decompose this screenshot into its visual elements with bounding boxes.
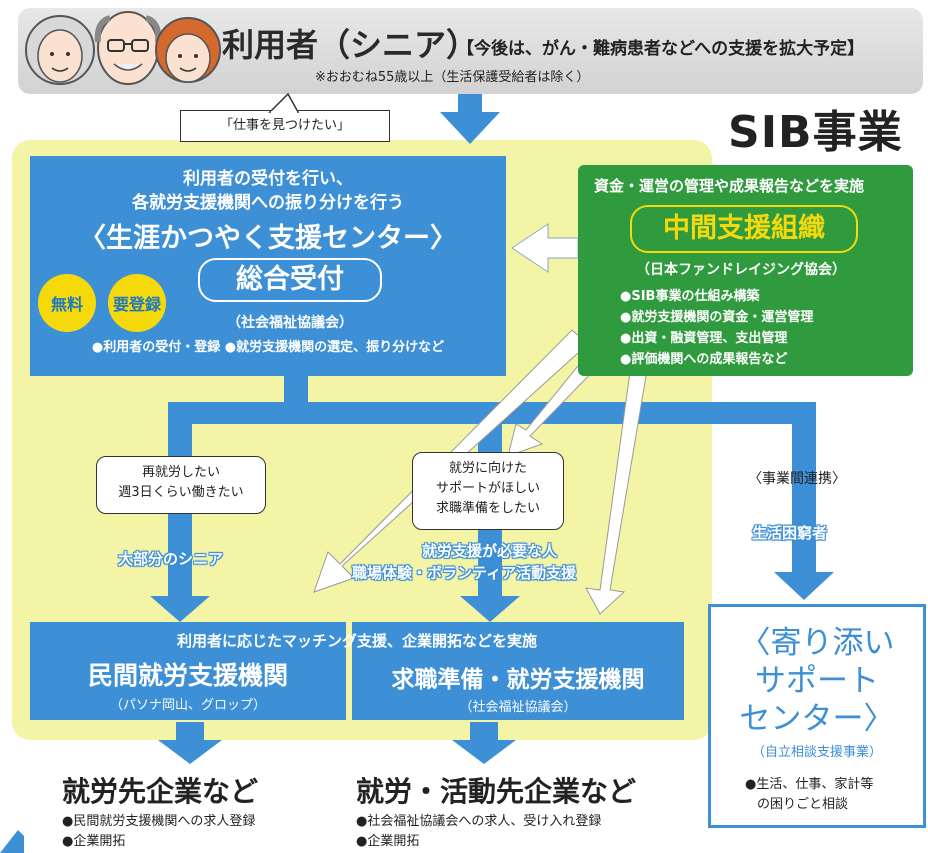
yorisoi-support-center-box: 〈寄り添い サポート センター〉 （自立相談支援事業） ●生活、仕事、家計等 の… <box>708 604 926 828</box>
center-bullets: ●利用者の受付・登録 ●就労支援機関の選定、振り分けなど <box>91 340 445 355</box>
label-needs-support: 就労支援が必要な人 <box>422 542 558 560</box>
reason-line: 就労に向けた <box>448 461 527 476</box>
title-note: 【今後は、がん・難病患者などへの支援を拡大予定】 <box>457 39 865 59</box>
reason-bubble-middle: 就労に向けた サポートがほしい 求職準備をしたい <box>412 452 564 530</box>
reason-line: 再就労したい <box>141 465 220 480</box>
dest-left-item: ●企業開拓 <box>62 834 126 849</box>
yorisoi-name-line2: サポート <box>755 663 879 699</box>
reason-bubble-left: 再就労したい 週3日くらい働きたい <box>96 456 266 514</box>
badge-register: 要登録 <box>108 274 166 332</box>
title-subnote: ※おおむね55歳以上（生活保護受給者は除く） <box>315 70 590 85</box>
yorisoi-desc-line1: ●生活、仕事、家計等 <box>745 777 874 792</box>
yorisoi-desc-line2: の困りごと相談 <box>757 797 849 812</box>
bottom-heading: 利用者に応じたマッチング支援、企業開拓などを実施 <box>176 632 537 650</box>
intermediary-org-box: 資金・運営の管理や成果報告などを実施 中間支援組織 （日本ファンドレイジング協会… <box>578 165 913 376</box>
corner-arrow-icon <box>0 830 24 853</box>
label-needy: 生活困窮者 <box>752 524 828 542</box>
center-org: （社会福祉協議会） <box>227 315 353 331</box>
intermediary-heading: 資金・運営の管理や成果報告などを実施 <box>594 177 865 195</box>
job-prep-agency-name: 求職準備・就労支援機関 <box>391 667 645 693</box>
label-majority-seniors: 大部分のシニア <box>118 550 224 568</box>
job-prep-agency-org: （社会福祉協議会） <box>459 700 577 715</box>
private-agency-name: 民間就労支援機関 <box>87 661 288 690</box>
yorisoi-name-line1: 〈寄り添い <box>739 625 895 661</box>
dest-right-item: ●社会福祉協議会への求人、受け入れ登録 <box>356 814 602 829</box>
center-desc-line2: 各就労支援機関への振り分けを行う <box>132 193 404 213</box>
intermediary-item: ●SIB事業の仕組み構築 <box>620 289 760 304</box>
partner-label: 〈事業間連携〉 <box>748 471 846 487</box>
center-desc-line1: 利用者の受付を行い、 <box>183 169 353 189</box>
intermediary-item: ●出資・融資管理、支出管理 <box>620 331 788 346</box>
job-prep-agency-box <box>352 622 684 720</box>
reason-line: 週3日くらい働きたい <box>118 485 244 500</box>
yorisoi-name-line3: センター〉 <box>739 701 895 737</box>
private-agency-org: （パソナ岡山、グロップ） <box>109 698 266 713</box>
speech-bubble: 「仕事を見つけたい」 <box>180 110 390 142</box>
yorisoi-program: （自立相談支援事業） <box>751 745 882 760</box>
lifelong-support-center-box: 利用者の受付を行い、 各就労支援機関への振り分けを行う 〈生涯かつやく支援センタ… <box>30 156 506 376</box>
private-employment-agency-box <box>30 622 346 720</box>
reason-line: 求職準備をしたい <box>435 501 540 516</box>
speech-bubble-tail <box>268 92 300 114</box>
label-workplace-experience: 職場体験・ボランティア活動支援 <box>352 564 577 582</box>
reason-line: サポートがほしい <box>435 481 540 496</box>
badge-free: 無料 <box>38 274 96 332</box>
intermediary-org: （日本ファンドレイジング協会） <box>636 262 846 278</box>
dest-left-title: 就労先企業など <box>62 775 259 808</box>
center-name: 〈生涯かつやく支援センター〉 <box>79 223 457 254</box>
reception-label: 総合受付 <box>198 258 382 302</box>
page-title: 利用者（シニア） <box>222 26 479 64</box>
intermediary-name: 中間支援組織 <box>630 205 858 253</box>
dest-right-item: ●企業開拓 <box>356 834 420 849</box>
sib-title: SIB事業 <box>728 107 903 158</box>
intermediary-item: ●就労支援機関の資金・運営管理 <box>620 310 814 325</box>
dest-left-item: ●民間就労支援機関への求人登録 <box>62 814 256 829</box>
intermediary-item: ●評価機関への成果報告など <box>620 352 788 367</box>
seniors-illustration-icon <box>25 11 221 85</box>
dest-right-title: 就労・活動先企業など <box>356 775 637 808</box>
